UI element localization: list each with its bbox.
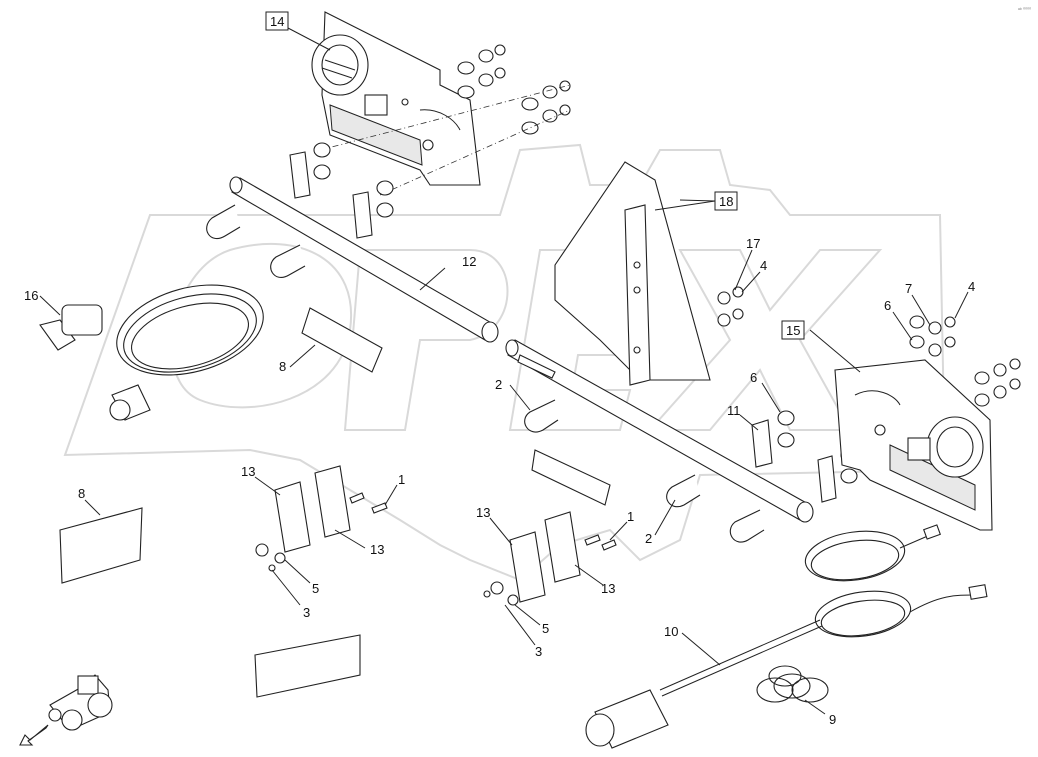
callout-7: 7 xyxy=(905,281,912,296)
callout-9: 9 xyxy=(829,712,836,727)
tube-12 xyxy=(229,176,499,343)
callout-8-lower: 8 xyxy=(78,486,85,501)
top-washers-nuts xyxy=(319,44,571,196)
callout-3-right: 3 xyxy=(535,644,542,659)
callout-14: 14 xyxy=(270,14,284,29)
callout-6-lower: 6 xyxy=(750,370,757,385)
callout-5-left: 5 xyxy=(312,581,319,596)
left-lamp-bracket-assembly xyxy=(311,11,481,186)
callout-labels: 14 18 15 17 4 7 4 6 6 12 16 8 8 2 2 11 1… xyxy=(24,11,975,727)
callout-2-left: 2 xyxy=(495,377,502,392)
bracket-plate-18 xyxy=(554,161,711,386)
right-u-bolts xyxy=(524,399,858,543)
callout-box-18 xyxy=(714,191,738,211)
warning-labels xyxy=(59,307,611,698)
callout-15: 15 xyxy=(786,323,800,338)
right-upper-washers xyxy=(717,286,744,327)
leader-lines xyxy=(39,27,969,715)
callout-13-b: 13 xyxy=(370,542,384,557)
callout-1-left: 1 xyxy=(398,472,405,487)
callout-2-right: 2 xyxy=(645,531,652,546)
rings-9 xyxy=(756,665,829,703)
callout-5-right: 5 xyxy=(542,621,549,636)
lamp-holders xyxy=(255,465,617,606)
callout-17: 17 xyxy=(746,236,760,251)
callout-4-right: 4 xyxy=(968,279,975,294)
right-lamp-bracket-assembly xyxy=(834,315,1021,531)
callout-12: 12 xyxy=(462,254,476,269)
callout-13-d: 13 xyxy=(601,581,615,596)
cable-16-coil xyxy=(39,284,264,421)
callout-13-a: 13 xyxy=(241,464,255,479)
callout-18: 18 xyxy=(719,194,733,209)
left-clamp-plates xyxy=(289,142,394,239)
callout-11: 11 xyxy=(727,403,741,418)
callout-16: 16 xyxy=(24,288,38,303)
callout-3-left: 3 xyxy=(303,605,310,620)
cable-10 xyxy=(585,524,988,749)
callout-4-upper: 4 xyxy=(760,258,767,273)
callout-box-15 xyxy=(781,320,805,340)
tractor-direction-icon xyxy=(19,674,113,746)
callout-13-c: 13 xyxy=(476,505,490,520)
corner-mark: ᵃᵇ ⁰⁰⁰⁰ xyxy=(1018,7,1031,13)
callout-8-upper: 8 xyxy=(279,359,286,374)
callout-10: 10 xyxy=(664,624,678,639)
left-u-bolts xyxy=(206,204,306,278)
callout-box-14 xyxy=(265,11,289,31)
callout-1-right: 1 xyxy=(627,509,634,524)
lower-tube xyxy=(505,339,814,523)
callout-6-right: 6 xyxy=(884,298,891,313)
